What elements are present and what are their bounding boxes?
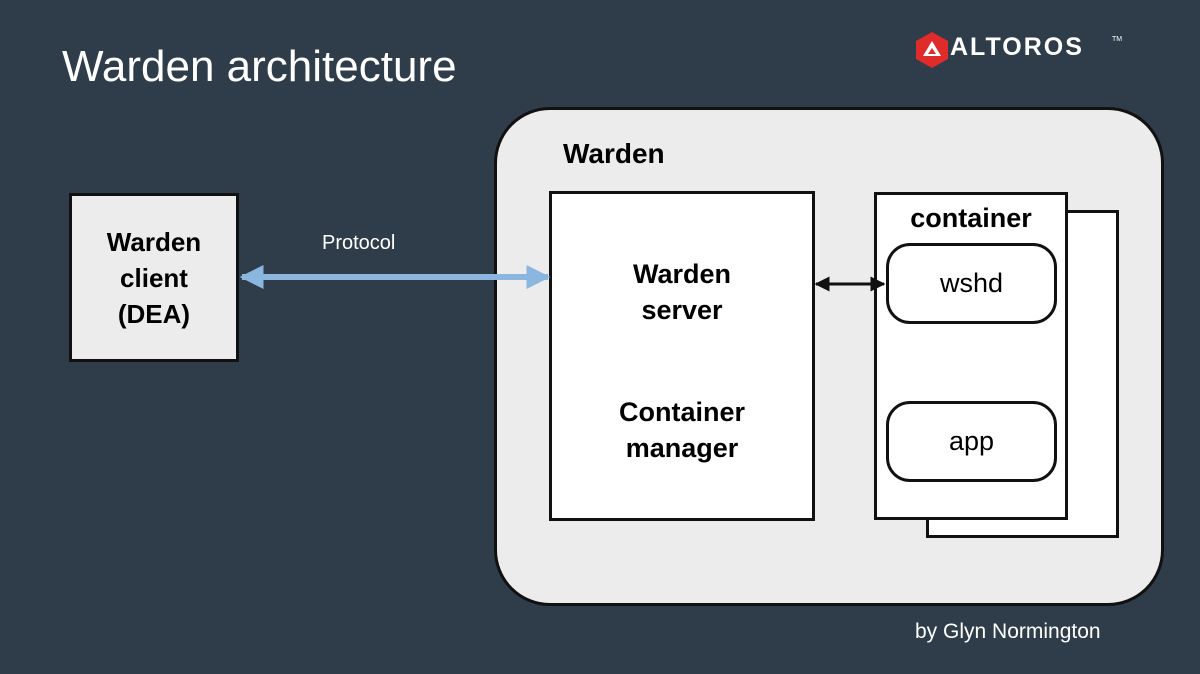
process-wshd: wshd (886, 243, 1057, 324)
logo-trademark: TM (1112, 36, 1123, 43)
container-manager-label: Container manager (618, 397, 745, 463)
logo-wordmark: ALTOROS (950, 33, 1084, 61)
protocol-label: Protocol (322, 232, 396, 254)
altoros-logo (912, 30, 1122, 70)
container-title: container (910, 203, 1032, 233)
warden-server-label: Warden server (632, 259, 731, 325)
warden-client-label: Warden client (DEA) (106, 226, 202, 329)
process-app-label: app (948, 426, 995, 456)
process-app: app (886, 401, 1057, 482)
slide-title: Warden architecture (62, 42, 457, 91)
author-credit: by Glyn Normington (915, 620, 1101, 643)
warden-client-box: Warden client (DEA) (69, 193, 239, 362)
warden-server-box (549, 191, 815, 521)
process-wshd-label: wshd (939, 268, 1004, 298)
warden-panel-title: Warden (563, 138, 665, 169)
altoros-hexagon-icon (916, 32, 948, 68)
